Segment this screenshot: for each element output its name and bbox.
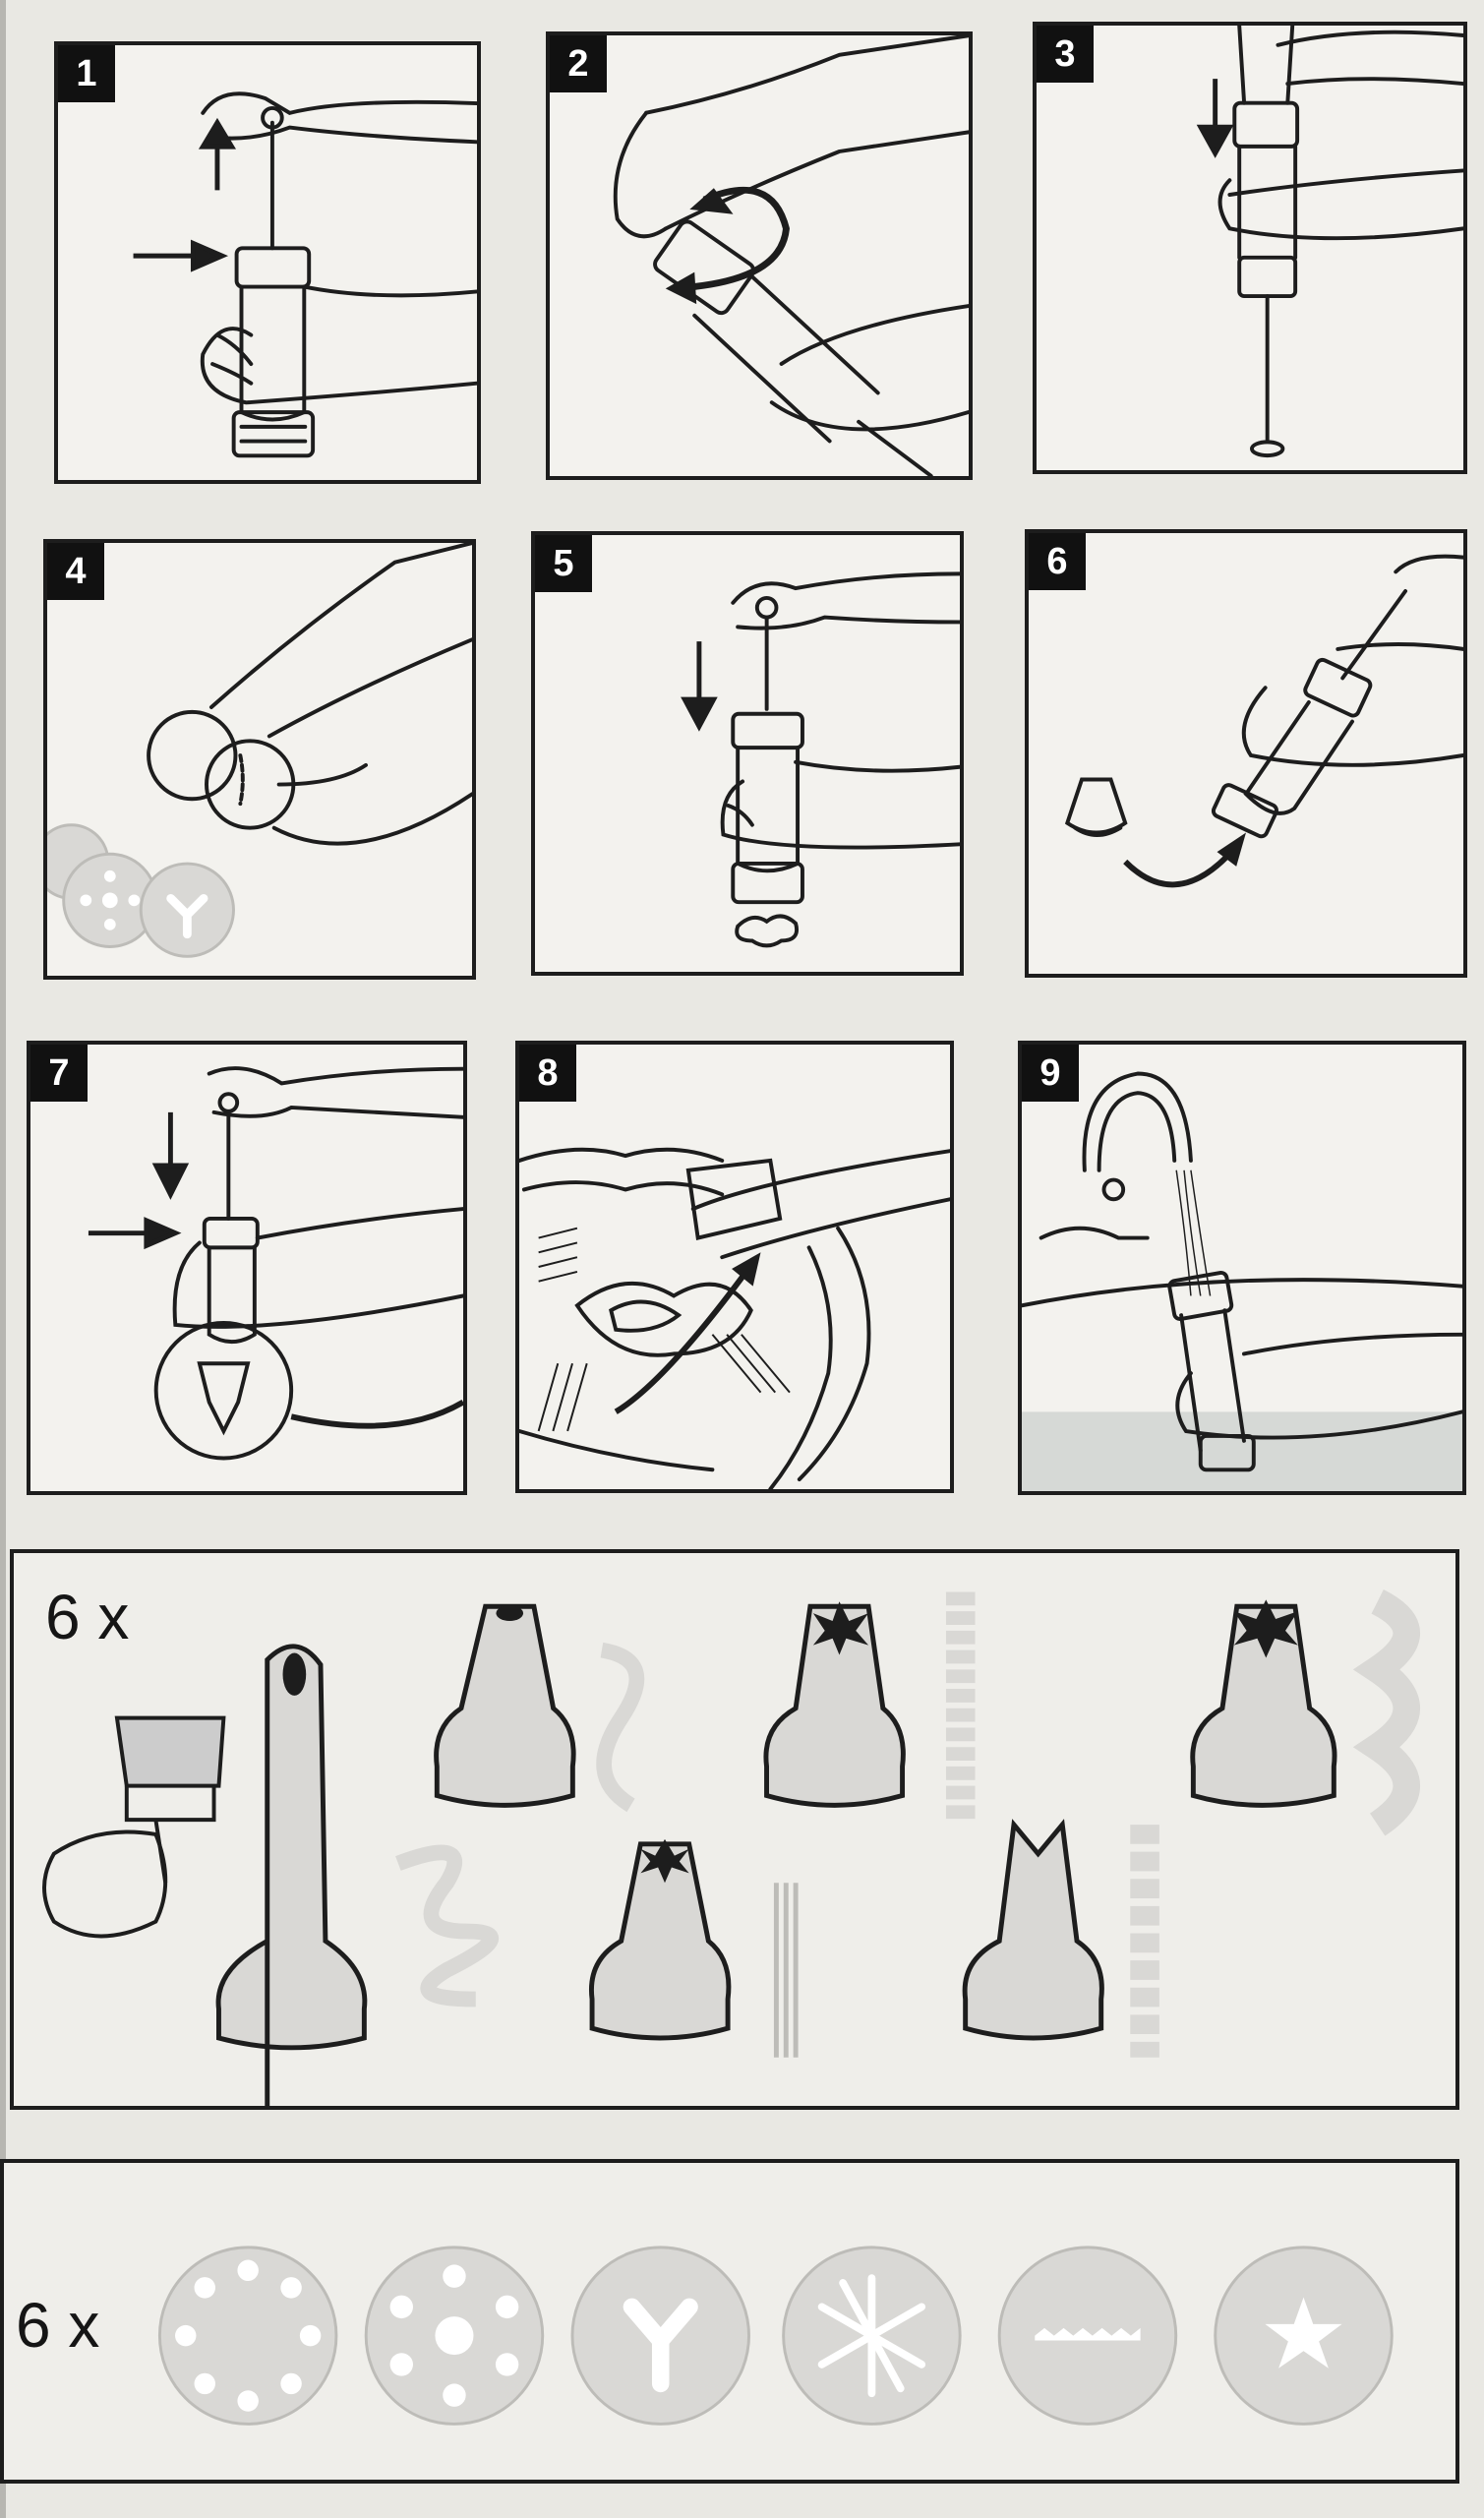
step-panel-8: 8: [515, 1041, 954, 1493]
step-number-3: 3: [1037, 26, 1094, 83]
step-number-4: 4: [47, 543, 104, 600]
leaf-nozzle-icon: [962, 1819, 1104, 2041]
long-nozzle-icon: [215, 1644, 368, 2106]
twist-ring-off-icon: [613, 35, 969, 476]
step-number-1: 1: [58, 45, 115, 102]
discs-quantity: 6 x: [16, 2290, 100, 2361]
step-panel-9: 9: [1018, 1041, 1466, 1495]
step-number-8: 8: [519, 1045, 576, 1102]
nozzle-set-illustration: [42, 1589, 1420, 2106]
disc-set-illustration: [157, 2246, 1394, 2426]
step-number-7: 7: [30, 1045, 88, 1102]
nozzles-box: 6 x: [10, 1549, 1459, 2110]
star-nozzle-icon: [763, 1601, 906, 1808]
round-nozzle-icon: [434, 1603, 576, 1808]
attach-nozzle-icon: [1064, 554, 1463, 888]
step-number-9: 9: [1022, 1045, 1079, 1102]
step-panel-2: 2: [546, 31, 973, 480]
step-number-5: 5: [535, 535, 592, 592]
step-panel-6: 6: [1025, 529, 1467, 978]
step-panel-5: 5: [531, 531, 964, 976]
discs-box: 6 x: [0, 2159, 1459, 2484]
step-panel-4: 4: [43, 539, 476, 980]
press-cookie-icon: [681, 571, 960, 948]
squeeze-icing-icon: [88, 1066, 463, 1461]
page-edge: [0, 0, 6, 2518]
step-panel-1: 1: [54, 41, 481, 484]
step-panel-7: 7: [27, 1041, 467, 1495]
small-star-nozzle-icon: [588, 1838, 732, 2041]
step-panel-3: 3: [1033, 22, 1467, 474]
large-star-nozzle-icon: [1190, 1599, 1337, 1808]
fill-tube-icon: [1196, 26, 1463, 458]
insert-disc-icon: [47, 543, 472, 958]
step-number-6: 6: [1029, 533, 1086, 590]
decorate-cake-icon: [519, 1147, 950, 1489]
hand-pull-plunger-icon: [133, 91, 477, 458]
step-number-2: 2: [550, 35, 607, 92]
nozzles-quantity: 6 x: [45, 1582, 130, 1652]
rinse-under-tap-icon: [1022, 1071, 1462, 1491]
